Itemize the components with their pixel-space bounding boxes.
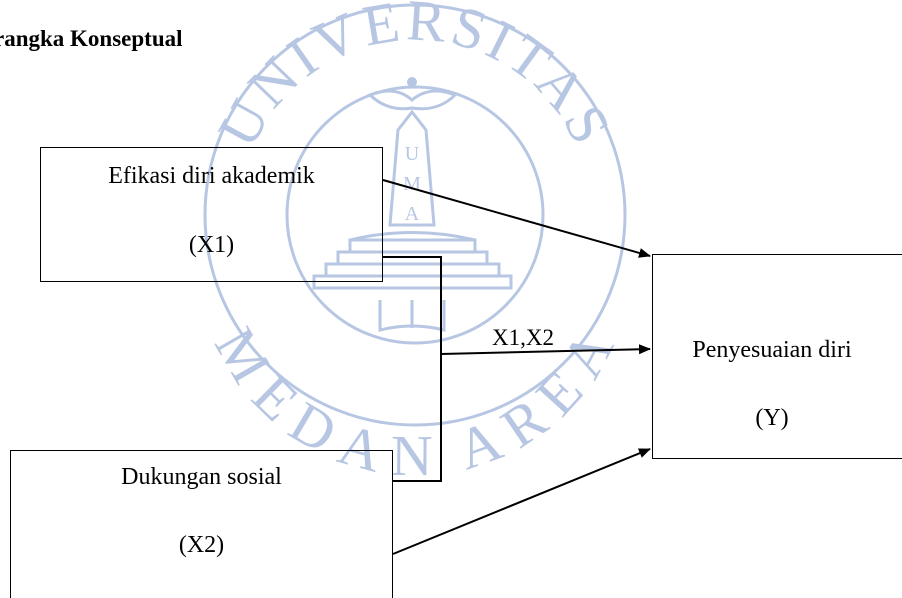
edge-combined-bracket bbox=[383, 256, 442, 482]
tower-emblem bbox=[388, 109, 436, 227]
node-x2-box bbox=[10, 450, 393, 598]
node-x1-code: (X1) bbox=[188, 232, 235, 258]
tower-letter: U bbox=[405, 143, 420, 165]
monument-base bbox=[312, 231, 513, 332]
node-y-code: (Y) bbox=[755, 405, 789, 431]
edge-label-x1-x2: X1,X2 bbox=[492, 325, 554, 350]
tower-letter: A bbox=[405, 203, 420, 225]
edge-x2-to-y bbox=[392, 448, 651, 555]
edge-combined-to-y bbox=[440, 344, 651, 355]
edge-x1-to-y bbox=[382, 179, 651, 258]
node-x2-name: Dukungan sosial bbox=[121, 464, 282, 490]
page-title: rangka Konseptual bbox=[0, 26, 183, 51]
eagle-emblem bbox=[367, 89, 458, 111]
node-y-name: Penyesuaian diri bbox=[692, 337, 852, 363]
node-y-box bbox=[652, 254, 902, 459]
node-x1-name: Efikasi diri akademik bbox=[108, 163, 315, 189]
node-x1-box bbox=[40, 147, 383, 282]
node-x2-code: (X2) bbox=[178, 532, 225, 558]
